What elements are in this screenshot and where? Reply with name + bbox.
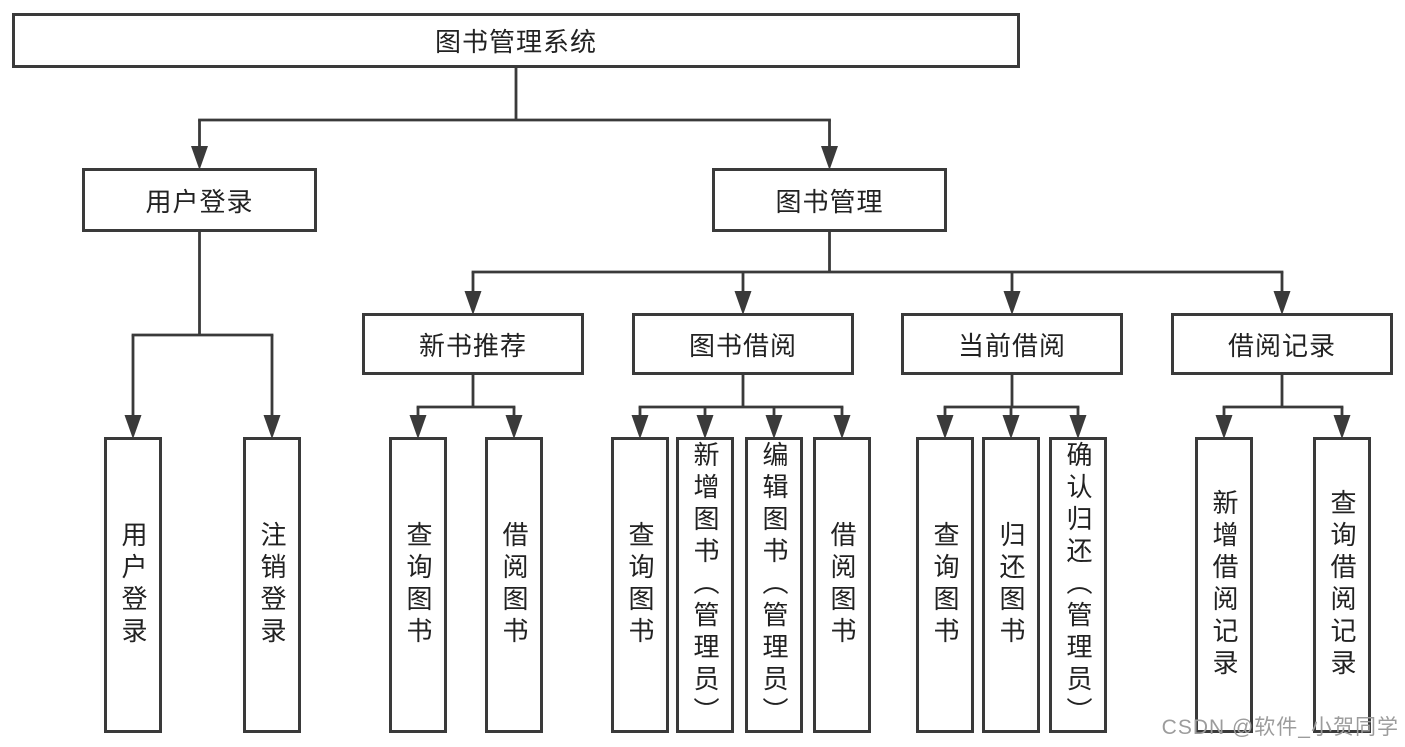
arrowhead (1069, 415, 1087, 439)
node-label: 借阅图书 (499, 521, 529, 649)
node-label: 图书借阅 (688, 330, 797, 361)
node-leaf-user-login: 用户登录 (104, 437, 162, 733)
node-label: 查询图书 (625, 521, 655, 649)
node-label: 查询图书 (403, 521, 433, 649)
node-book-borrow: 图书借阅 (632, 313, 854, 375)
arrowhead (263, 415, 281, 439)
arrowhead (1003, 291, 1021, 315)
node-leaf-confirm-return: 确认归还（管理员） (1049, 437, 1107, 733)
node-label: 用户登录 (145, 186, 254, 217)
node-book-mgmt: 图书管理 (712, 168, 947, 232)
node-label: 确认归还（管理员） (1063, 441, 1093, 729)
arrowhead (631, 415, 649, 439)
node-leaf-return-book: 归还图书 (982, 437, 1040, 733)
node-label: 注销登录 (257, 521, 287, 649)
node-label: 归还图书 (996, 521, 1026, 649)
node-label: 借阅图书 (827, 521, 857, 649)
node-label: 查询借阅记录 (1327, 489, 1357, 681)
node-leaf-add-book: 新增图书（管理员） (676, 437, 734, 733)
arrowhead (734, 291, 752, 315)
node-leaf-query-books-2: 查询图书 (611, 437, 669, 733)
node-current-borrow: 当前借阅 (901, 313, 1123, 375)
arrowhead (765, 415, 783, 439)
node-label: 图书管理系统 (434, 27, 597, 57)
node-label: 查询图书 (930, 521, 960, 649)
node-label: 当前借阅 (957, 330, 1066, 361)
node-leaf-logout: 注销登录 (243, 437, 301, 733)
arrowhead (1215, 415, 1233, 439)
node-leaf-query-borrow-record: 查询借阅记录 (1313, 437, 1371, 733)
node-label: 借阅记录 (1227, 330, 1336, 361)
node-leaf-query-books-1: 查询图书 (389, 437, 447, 733)
arrowhead (833, 415, 851, 439)
node-label: 图书管理 (775, 186, 884, 217)
arrowhead (821, 146, 838, 170)
node-user-login: 用户登录 (82, 168, 317, 232)
arrowhead (505, 415, 523, 439)
arrowhead (1273, 291, 1291, 315)
node-new-book-rec: 新书推荐 (362, 313, 584, 375)
arrowhead (464, 291, 482, 315)
node-label: 新增图书（管理员） (690, 441, 720, 729)
node-leaf-add-borrow-record: 新增借阅记录 (1195, 437, 1253, 733)
node-label: 编辑图书（管理员） (759, 441, 789, 729)
node-borrow-record: 借阅记录 (1171, 313, 1393, 375)
arrowhead (1002, 415, 1020, 439)
node-leaf-borrow-books-1: 借阅图书 (485, 437, 543, 733)
node-leaf-query-books-3: 查询图书 (916, 437, 974, 733)
arrowhead (124, 415, 142, 439)
watermark: CSDN @软件_小贺同学 (1161, 716, 1399, 739)
node-label: 新增借阅记录 (1209, 489, 1239, 681)
node-root: 图书管理系统 (12, 13, 1020, 68)
node-leaf-edit-book: 编辑图书（管理员） (745, 437, 803, 733)
arrowhead (191, 146, 208, 170)
node-leaf-borrow-books-2: 借阅图书 (813, 437, 871, 733)
arrowhead (409, 415, 427, 439)
arrowhead (696, 415, 714, 439)
arrowhead (1333, 415, 1351, 439)
arrowhead (936, 415, 954, 439)
node-label: 新书推荐 (418, 330, 527, 361)
node-label: 用户登录 (118, 521, 148, 649)
